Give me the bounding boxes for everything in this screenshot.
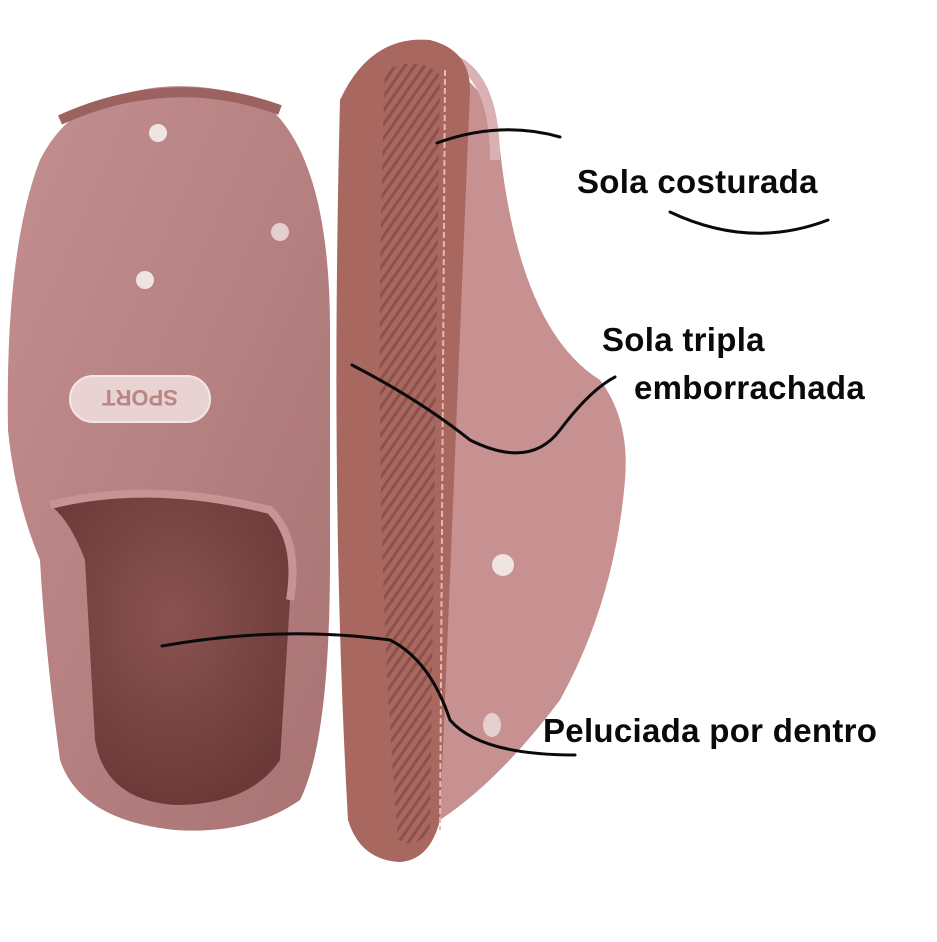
callout-line-triple-sole	[350, 363, 617, 455]
callout-line-stitched-sole	[435, 128, 562, 145]
callout-lines	[160, 128, 830, 757]
callout-line-stitched-sole-underline	[668, 210, 830, 235]
label-triple-sole-line1: Sola tripla	[602, 321, 765, 358]
label-triple-sole-line2: emborrachada	[634, 369, 866, 406]
callout-line-plush-inside	[160, 632, 577, 757]
right-slipper	[336, 39, 626, 862]
label-plush-inside: Peluciada por dentro	[543, 712, 878, 749]
sport-badge: SPORT	[102, 385, 178, 410]
label-stitched-sole: Sola costurada	[577, 163, 818, 200]
left-slipper: SPORT	[7, 86, 331, 831]
